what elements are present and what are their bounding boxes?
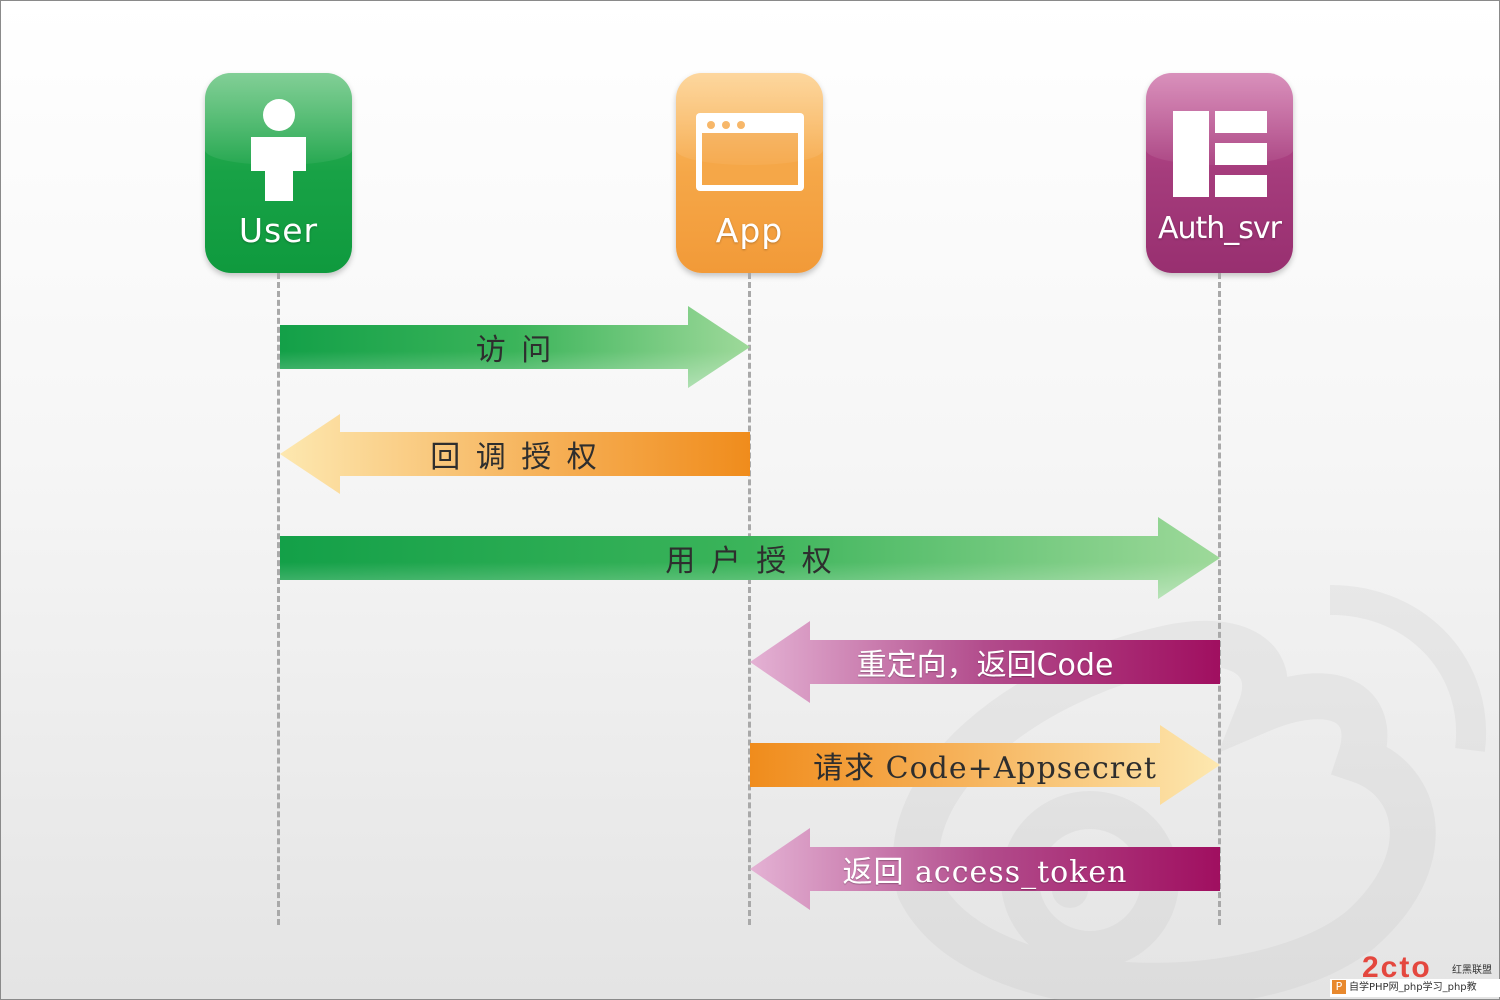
- lifeline-auth: [1218, 273, 1221, 925]
- actor-auth: Auth_svr: [1146, 73, 1293, 273]
- message-arrow-visit: 访 问: [280, 306, 750, 388]
- actor-user: User: [205, 73, 352, 273]
- message-label: 访 问: [475, 333, 555, 368]
- message-arrow-callback-auth: 回 调 授 权: [280, 414, 750, 494]
- message-arrow-user-auth: 用 户 授 权: [280, 517, 1220, 599]
- actor-user-label: User: [238, 211, 319, 250]
- lifeline-user: [277, 273, 280, 925]
- message-label: 回 调 授 权: [430, 440, 600, 475]
- watermark-logo: 2cto: [1362, 951, 1432, 984]
- watermark-caption: 自学PHP网_php学习_php教: [1349, 982, 1477, 993]
- watermark-brand: 红黑联盟: [1452, 965, 1492, 976]
- message-arrow-request-code: 请求 Code+Appsecret: [750, 725, 1220, 805]
- actor-auth-label: Auth_svr: [1157, 211, 1282, 246]
- actor-app-label: App: [715, 211, 784, 250]
- message-label: 返回 access_token: [842, 855, 1128, 890]
- message-label: 用 户 授 权: [665, 544, 835, 579]
- message-label: 重定向，返回Code: [856, 648, 1114, 683]
- php-logo-icon: P: [1332, 980, 1346, 994]
- lifeline-app: [748, 273, 751, 925]
- message-label: 请求 Code+Appsecret: [813, 751, 1157, 786]
- message-arrow-access-token: 返回 access_token: [750, 828, 1220, 910]
- actor-app: App: [676, 73, 823, 273]
- message-arrow-redirect-code: 重定向，返回Code: [750, 621, 1220, 703]
